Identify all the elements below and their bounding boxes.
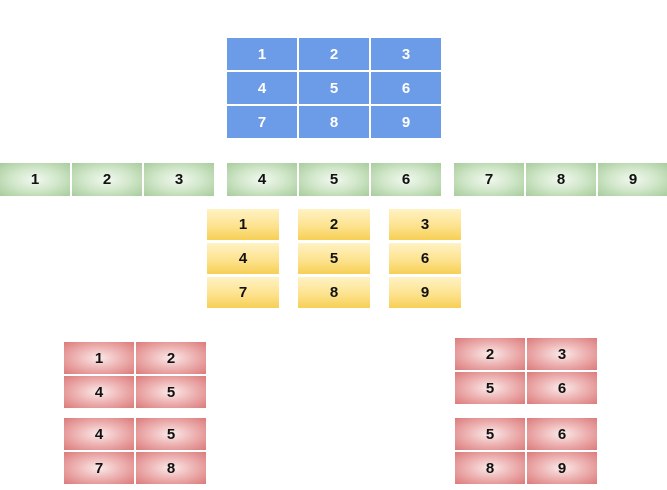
- row-element: 1: [0, 163, 70, 196]
- row-element: 2: [72, 163, 142, 196]
- window-cell: 5: [136, 376, 206, 408]
- window-cell: 4: [64, 376, 134, 408]
- window-cell: 6: [527, 418, 597, 450]
- column-element: 3: [389, 209, 461, 240]
- column-element: 5: [298, 243, 370, 274]
- row-element: 8: [526, 163, 596, 196]
- window-cell: 7: [64, 452, 134, 484]
- matrix-cell: 8: [299, 106, 369, 138]
- window-cell: 5: [455, 372, 525, 404]
- matrix-cell: 3: [371, 38, 441, 70]
- window-cell: 6: [527, 372, 597, 404]
- column-element: 6: [389, 243, 461, 274]
- column-element: 7: [207, 277, 279, 308]
- matrix-cell: 9: [371, 106, 441, 138]
- window-cell: 5: [455, 418, 525, 450]
- column-element: 9: [389, 277, 461, 308]
- row-element: 4: [227, 163, 297, 196]
- matrix-cell: 1: [227, 38, 297, 70]
- window-cell: 2: [455, 338, 525, 370]
- window-cell: 5: [136, 418, 206, 450]
- row-element: 7: [454, 163, 524, 196]
- window-cell: 1: [64, 342, 134, 374]
- window-cell: 8: [136, 452, 206, 484]
- row-element: 6: [371, 163, 441, 196]
- column-element: 2: [298, 209, 370, 240]
- column-element: 4: [207, 243, 279, 274]
- matrix-cell: 6: [371, 72, 441, 104]
- window-cell: 8: [455, 452, 525, 484]
- row-element: 9: [598, 163, 667, 196]
- row-element: 5: [299, 163, 369, 196]
- matrix-cell: 2: [299, 38, 369, 70]
- matrix-cell: 4: [227, 72, 297, 104]
- column-element: 1: [207, 209, 279, 240]
- window-cell: 9: [527, 452, 597, 484]
- column-element: 8: [298, 277, 370, 308]
- row-element: 3: [144, 163, 214, 196]
- window-cell: 2: [136, 342, 206, 374]
- matrix-cell: 5: [299, 72, 369, 104]
- matrix-cell: 7: [227, 106, 297, 138]
- window-cell: 4: [64, 418, 134, 450]
- window-cell: 3: [527, 338, 597, 370]
